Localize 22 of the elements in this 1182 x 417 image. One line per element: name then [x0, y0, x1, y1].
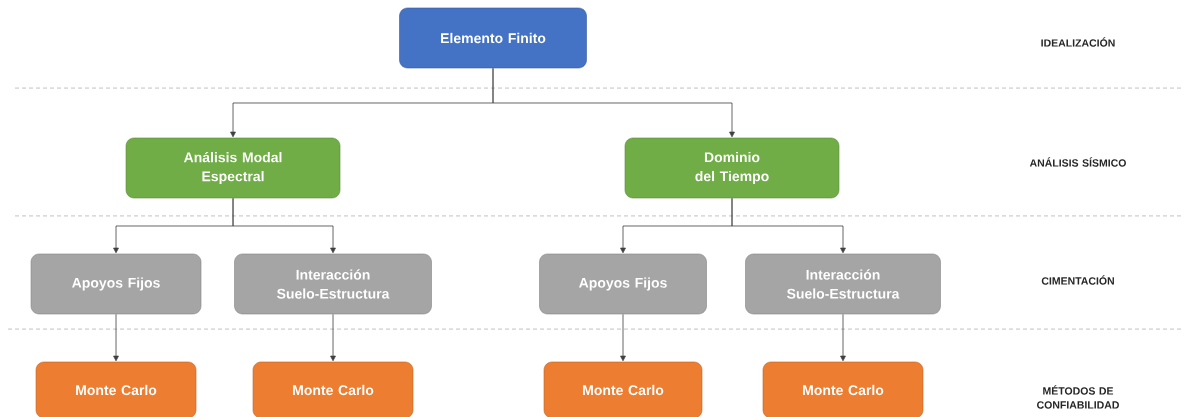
arrow: [330, 313, 336, 362]
process-box: Monte Carlo: [252, 361, 414, 417]
row-label: MÉTODOS DE CONFIABILIDAD: [1037, 385, 1119, 409]
process-box: Interacción Suelo-Estructura: [234, 253, 432, 315]
process-box: Monte Carlo: [543, 361, 703, 417]
process-box: Apoyos Fijos: [539, 253, 707, 315]
row-label: IDEALIZACIÓN: [1041, 37, 1115, 47]
process-box: Apoyos Fijos: [30, 253, 202, 315]
arrow: [731, 197, 846, 254]
row-label: CIMENTACIÓN: [1041, 275, 1114, 285]
arrow: [113, 313, 119, 362]
process-box: Interacción Suelo-Estructura: [745, 253, 941, 315]
process-box: Dominio del Tiempo: [624, 137, 840, 199]
arrow: [232, 197, 336, 254]
process-box: Elemento Finito: [399, 7, 587, 69]
process-box: Análisis Modal Espectral: [125, 137, 341, 199]
arrow: [620, 313, 626, 362]
process-box: Monte Carlo: [35, 361, 197, 417]
arrow: [492, 67, 735, 138]
row-label: ANÁLISIS SÍSMICO: [1029, 157, 1126, 167]
process-box: Monte Carlo: [762, 361, 924, 417]
arrow: [840, 313, 846, 362]
